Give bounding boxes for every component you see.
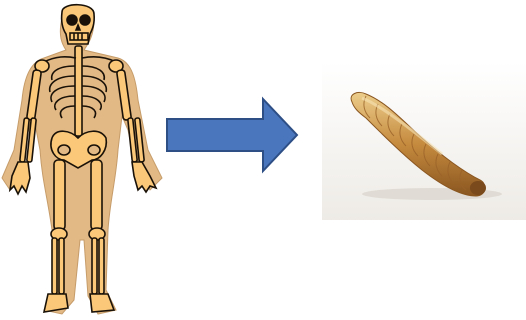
skeleton-figure [0, 0, 170, 320]
worm-head [470, 181, 486, 195]
mealworm-larva-icon [322, 62, 526, 220]
spine [75, 46, 82, 136]
right-arrow-icon [165, 95, 300, 175]
mealworm-photo [322, 62, 526, 220]
process-arrow [165, 95, 300, 175]
right-foot [90, 294, 114, 312]
human-skeleton-icon [0, 0, 170, 320]
left-foot [44, 294, 68, 312]
